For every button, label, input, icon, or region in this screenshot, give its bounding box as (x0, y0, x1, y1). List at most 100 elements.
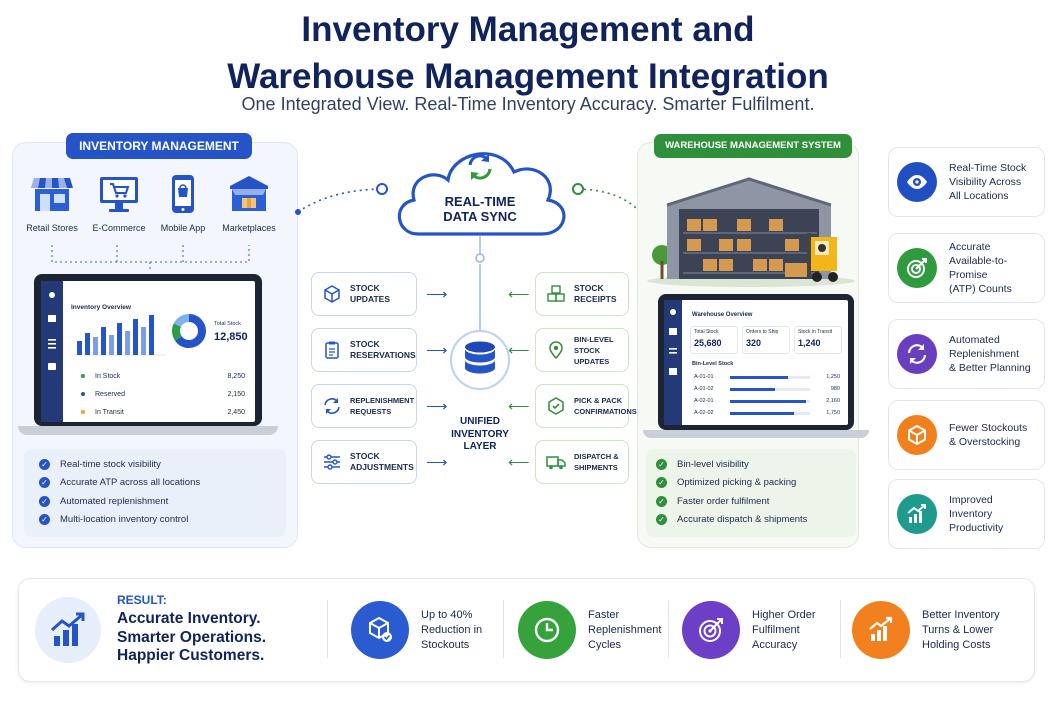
inventory-dashboard: Inventory Overview Total Stock 12,850 In… (41, 281, 255, 422)
warehouse-illustration (647, 177, 855, 287)
realtime-sync-label: REAL-TIME DATA SYNC (443, 194, 517, 224)
growth-chart-icon (897, 494, 937, 534)
checklist-item: ✓Real-time stock visibility (39, 455, 286, 474)
bin-bar-track (730, 387, 810, 391)
checklist-item: ✓Bin-level visibility (656, 455, 856, 474)
checklist-item: ✓Multi-location inventory control (39, 511, 286, 530)
stock-row-value: 2,450 (227, 408, 245, 416)
check-icon: ✓ (39, 495, 50, 507)
arrow-left-icon: ⟵ (508, 454, 530, 471)
bin-bar-fill (730, 411, 794, 415)
stock-row: Reserved 2,150 (81, 385, 245, 403)
bin-bar-fill (730, 387, 775, 391)
arrow-right-icon: ⟶ (426, 342, 448, 359)
stat-card: Total Stock 25,680 (690, 326, 738, 354)
result-statement: Accurate Inventory. Smarter Operations. … (117, 610, 267, 664)
box-check-icon (351, 601, 409, 659)
checklist-item: ✓Optimized picking & packing (656, 474, 856, 493)
clipboard-icon (325, 341, 339, 359)
divider (327, 600, 328, 658)
refresh-icon (324, 398, 340, 414)
bin-bar-track (730, 399, 810, 403)
check-icon: ✓ (656, 495, 667, 507)
arrow-right-icon: ⟶ (426, 398, 448, 415)
stock-row-label: In Stock (95, 372, 121, 380)
divider (503, 600, 504, 658)
check-icon: ✓ (656, 514, 667, 526)
checklist-item: ✓Accurate ATP across all locations (39, 474, 286, 493)
stock-row-value: 2,150 (227, 390, 245, 398)
eye-icon (897, 162, 937, 202)
bin-bar-fill (730, 375, 788, 379)
store-icon (31, 178, 73, 211)
page-title: Inventory Management and Warehouse Manag… (227, 10, 829, 96)
clock-icon (518, 601, 576, 659)
check-icon: ✓ (39, 514, 50, 526)
database-icon (465, 341, 495, 374)
arrow-right-icon: ⟶ (426, 454, 448, 471)
box-icon (897, 415, 937, 455)
status-dot (81, 374, 85, 378)
channel-mobile-app: Mobile App (150, 174, 216, 233)
check-icon: ✓ (656, 458, 667, 470)
warehouse-benefits-list: ✓Bin-level visibility ✓Optimized picking… (646, 449, 856, 537)
flow-dispatch-shipments: DISPATCH &SHIPMENTS (535, 440, 629, 484)
arrow-left-icon: ⟵ (508, 286, 530, 303)
bin-level-title: Bin-Level Stock (692, 361, 734, 367)
benefit-card-stockouts: Fewer Stockouts& Overstocking (888, 400, 1045, 470)
stat-card: Stock in Transit 1,240 (794, 326, 842, 354)
growth-chart-icon (50, 612, 85, 646)
stock-row: In Transit 2,450 (81, 403, 245, 421)
bin-bar-track (730, 411, 810, 415)
unified-inventory-layer-label: UNIFIED INVENTORY LAYER (451, 416, 509, 452)
check-icon: ✓ (39, 477, 50, 489)
warehouse-overview-title: Warehouse Overview (692, 312, 753, 318)
stock-row: In Stock 8,250 (81, 367, 245, 385)
total-stock-value: 12,850 (214, 331, 248, 343)
stock-donut-chart (172, 314, 206, 348)
target-icon (897, 248, 937, 288)
dashboard-sidebar (41, 281, 63, 422)
result-icon (35, 597, 101, 663)
check-icon: ✓ (656, 477, 667, 489)
growth-chart-icon (852, 601, 910, 659)
inventory-benefits-list: ✓Real-time stock visibility ✓Accurate AT… (24, 449, 286, 537)
computer-cart-icon (100, 177, 138, 212)
smartphone-icon (172, 175, 194, 213)
sliders-icon (324, 454, 340, 470)
stock-row-label: Reserved (95, 390, 125, 398)
channel-e-commerce: E-Commerce (86, 174, 152, 233)
dashboard-sidebar (664, 300, 682, 425)
divider (840, 600, 841, 658)
arrow-right-icon: ⟶ (426, 286, 448, 303)
checklist-item: ✓Automated replenishment (39, 492, 286, 511)
sidebar-icons (48, 292, 56, 370)
boxes-icon (547, 285, 565, 302)
target-icon (682, 601, 740, 659)
bin-bar-fill (730, 399, 806, 403)
page-subtitle: One Integrated View. Real-Time Inventory… (241, 94, 815, 114)
sidebar-icons (669, 309, 677, 375)
result-label: RESULT: (117, 593, 167, 607)
laptop-base (643, 430, 869, 438)
checklist-item: ✓Accurate dispatch & shipments (656, 511, 856, 530)
arrow-left-icon: ⟵ (508, 398, 530, 415)
arrow-left-icon: ⟵ (508, 342, 530, 359)
divider (668, 600, 669, 658)
laptop-base (18, 426, 278, 435)
cloud-icon (397, 152, 566, 236)
